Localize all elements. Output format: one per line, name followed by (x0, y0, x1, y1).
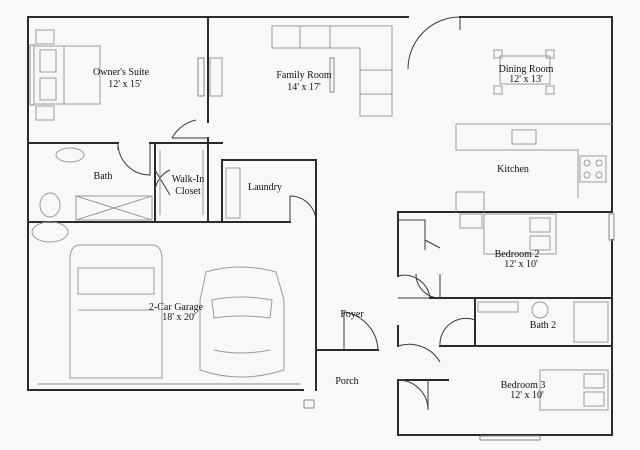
burner-1 (583, 159, 591, 167)
chair-2 (545, 49, 555, 59)
bath-shower (75, 195, 153, 221)
tub-bath2 (573, 301, 609, 343)
kitchen-counter (455, 123, 612, 198)
burner-2 (595, 159, 603, 167)
bed-2 (483, 213, 557, 255)
walls (27, 16, 613, 436)
nightstand-bed2 (459, 213, 483, 229)
nightstand-suite-2 (35, 105, 55, 121)
doors (117, 16, 476, 411)
kitchen-sink (511, 129, 537, 145)
dim-family-room: 14' x 17' (287, 82, 321, 93)
fixtures (31, 25, 612, 411)
window-bed3 (479, 435, 541, 441)
sedan-windshield (211, 296, 273, 319)
dim-bedroom-3: 12' x 10' (510, 390, 544, 401)
label-owners-suite: Owner's Suite (93, 67, 150, 78)
burner-3 (583, 171, 591, 179)
dining-table (499, 55, 551, 85)
door-bed2-entry (398, 219, 441, 250)
label-garage: 2-Car Garage (149, 302, 204, 313)
door-bed2 (397, 274, 431, 299)
label-bedroom-3: Bedroom 3 (501, 380, 546, 391)
tub-suite (31, 221, 69, 243)
burner-4 (595, 171, 603, 179)
label-walk-in: Walk-In (172, 174, 205, 185)
dim-garage: 18' x 20' (162, 312, 196, 323)
door-hall (397, 343, 441, 363)
label-bath: Bath (94, 171, 113, 182)
laundry-shelf (225, 167, 241, 219)
window-family-right (329, 57, 335, 93)
vanity-bath2 (477, 301, 519, 313)
wall-laundry (221, 159, 317, 223)
chair-3 (493, 85, 503, 95)
pillow-bed2-1 (529, 217, 551, 233)
chair-4 (545, 85, 555, 95)
door-laundry (289, 195, 317, 223)
wall-west (27, 16, 304, 391)
door-front (343, 311, 379, 351)
door-bath2 (439, 317, 476, 347)
window-family-left (197, 57, 205, 97)
label-foyer: Foyer (340, 309, 364, 320)
car-sedan (199, 266, 285, 378)
door-bath (117, 142, 151, 176)
label-closet: Closet (175, 186, 201, 197)
label-laundry: Laundry (248, 182, 282, 193)
label-kitchen: Kitchen (497, 164, 529, 175)
label-bath-2: Bath 2 (530, 320, 556, 331)
door-closet (154, 169, 171, 196)
shower-cross (75, 195, 153, 221)
bed-suite-blanket (63, 45, 101, 105)
wall-east (397, 239, 613, 436)
label-porch: Porch (335, 376, 358, 387)
pantry (455, 191, 485, 212)
sofa-sectional (271, 25, 393, 117)
wall-north-right (459, 16, 613, 213)
nightstand-suite-1 (35, 29, 55, 45)
bath-sink (55, 147, 85, 163)
pillow-suite-2 (39, 77, 57, 101)
sedan-rear-window (213, 349, 271, 354)
cooktop (579, 155, 607, 183)
dim-bedroom-2: 12' x 10' (504, 259, 538, 270)
room-labels: Owner's Suite 12' x 15' Family Room 14' … (93, 64, 556, 401)
toilet-suite (39, 192, 61, 218)
door-dining (407, 16, 461, 70)
chair-1 (493, 49, 503, 59)
window-bed2 (608, 213, 615, 241)
window-suite (29, 44, 35, 106)
dim-owners-suite: 12' x 15' (108, 79, 142, 90)
pillow-bed3-1 (583, 373, 605, 389)
media-console (209, 57, 223, 97)
label-family-room: Family Room (276, 70, 332, 81)
pillow-bed2-2 (529, 235, 551, 251)
pillow-suite-1 (39, 49, 57, 73)
toilet-bath2 (531, 301, 549, 319)
pillow-bed3-2 (583, 391, 605, 407)
bed-3 (539, 369, 609, 411)
car-truck (69, 244, 163, 379)
dim-dining-room: 12' x 13' (509, 74, 543, 85)
door-bed2-closet (415, 273, 441, 299)
label-dining-room: Dining Room (499, 64, 554, 75)
porch-post (303, 399, 315, 409)
bed-suite (33, 45, 65, 105)
label-bedroom-2: Bedroom 2 (495, 249, 540, 260)
door-suite (171, 119, 208, 139)
truck-windshield (77, 267, 155, 295)
door-bed3 (397, 379, 429, 411)
